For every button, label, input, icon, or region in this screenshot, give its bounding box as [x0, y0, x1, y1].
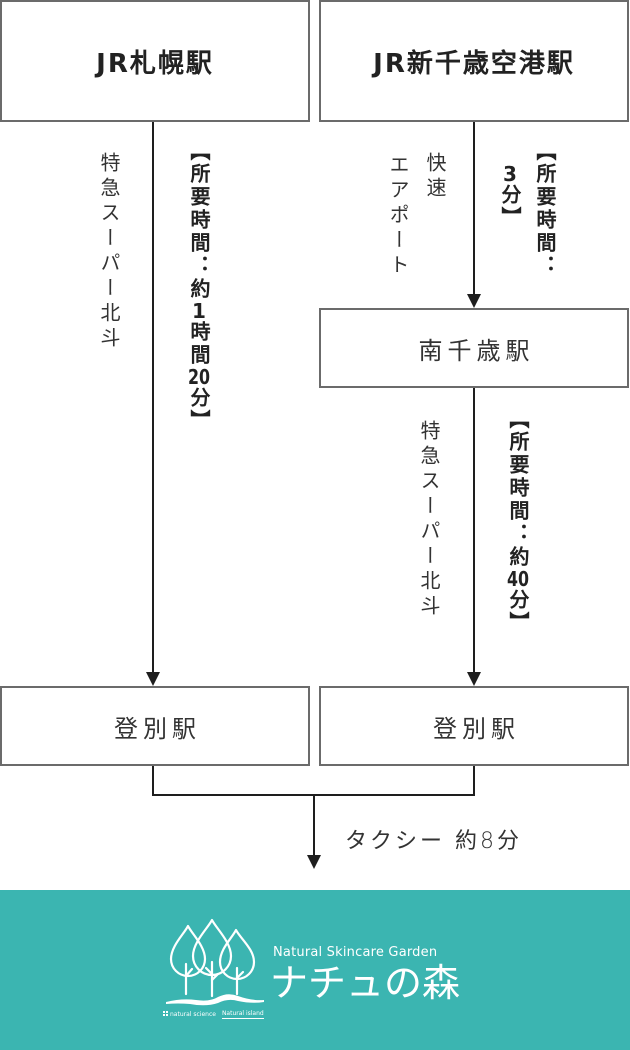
taxi-leg-line	[313, 794, 315, 856]
origin-label-new-chitose-airport: JR新千歳空港駅	[373, 48, 575, 79]
merge-line-right	[473, 766, 475, 796]
destination-brand-banner: Natural Skincare Garden ナチュの森 natural sc…	[0, 890, 630, 1050]
sub-brand-list: natural science Natural island	[163, 1010, 264, 1019]
arrow-down-icon	[146, 672, 160, 686]
right-leg1-line	[473, 122, 475, 296]
sub-brand-label: natural science	[170, 1010, 216, 1018]
duration-suffix: 分】	[498, 184, 522, 220]
duration-minutes: 20	[188, 367, 210, 387]
arrow-down-icon	[307, 855, 321, 869]
duration-prefix: 【所要時間：約	[506, 418, 530, 569]
left-train-name: 特急スーパー北斗	[97, 152, 121, 352]
left-route-line	[152, 122, 154, 674]
destination-box-left: 登別駅	[0, 686, 310, 766]
taxi-duration-label: タクシー 約8分	[345, 829, 522, 854]
brand-tagline: Natural Skincare Garden	[273, 945, 438, 960]
right-leg1-train-name-line2: エアポート	[386, 154, 410, 279]
duration-minutes: 3	[503, 164, 517, 184]
right-leg1-duration-col1: 【所要時間：	[533, 150, 557, 278]
origin-box-sapporo: JR札幌駅	[0, 0, 310, 122]
right-leg1-train-name-line1: 快速	[423, 152, 447, 202]
duration-suffix: 分】	[506, 589, 530, 625]
duration-hours: 1	[192, 301, 206, 321]
sub-brand-natural-island: Natural island	[221, 1010, 264, 1019]
duration-suffix: 分】	[187, 387, 211, 423]
destination-box-right: 登別駅	[319, 686, 629, 766]
right-leg2-train-name: 特急スーパー北斗	[417, 420, 441, 620]
arrow-down-icon	[467, 294, 481, 308]
origin-box-new-chitose-airport: JR新千歳空港駅	[319, 0, 629, 122]
right-leg2-duration: 【所要時間：約40分】	[506, 418, 530, 625]
duration-prefix: 【所要時間：約	[187, 150, 211, 301]
right-leg2-line	[473, 388, 475, 674]
transfer-box-minami-chitose: 南千歳駅	[319, 308, 629, 388]
merge-line-left	[152, 766, 154, 796]
three-trees-logo-icon	[166, 918, 264, 1006]
right-leg1-duration-col2: 3分】	[498, 164, 522, 220]
duration-hours-unit: 時間	[187, 321, 211, 367]
transfer-label: 南千歳駅	[418, 336, 535, 365]
brand-name: ナチュの森	[270, 961, 461, 1005]
grid-logo-icon	[163, 1010, 168, 1016]
destination-label-left: 登別駅	[114, 714, 201, 743]
arrow-down-icon	[467, 672, 481, 686]
sub-brand-natural-science: natural science	[163, 1010, 216, 1019]
left-duration: 【所要時間：約1時間20分】	[187, 150, 211, 423]
origin-label-sapporo: JR札幌駅	[96, 48, 214, 79]
destination-label-right: 登別駅	[433, 714, 520, 743]
duration-minutes: 40	[507, 569, 529, 589]
